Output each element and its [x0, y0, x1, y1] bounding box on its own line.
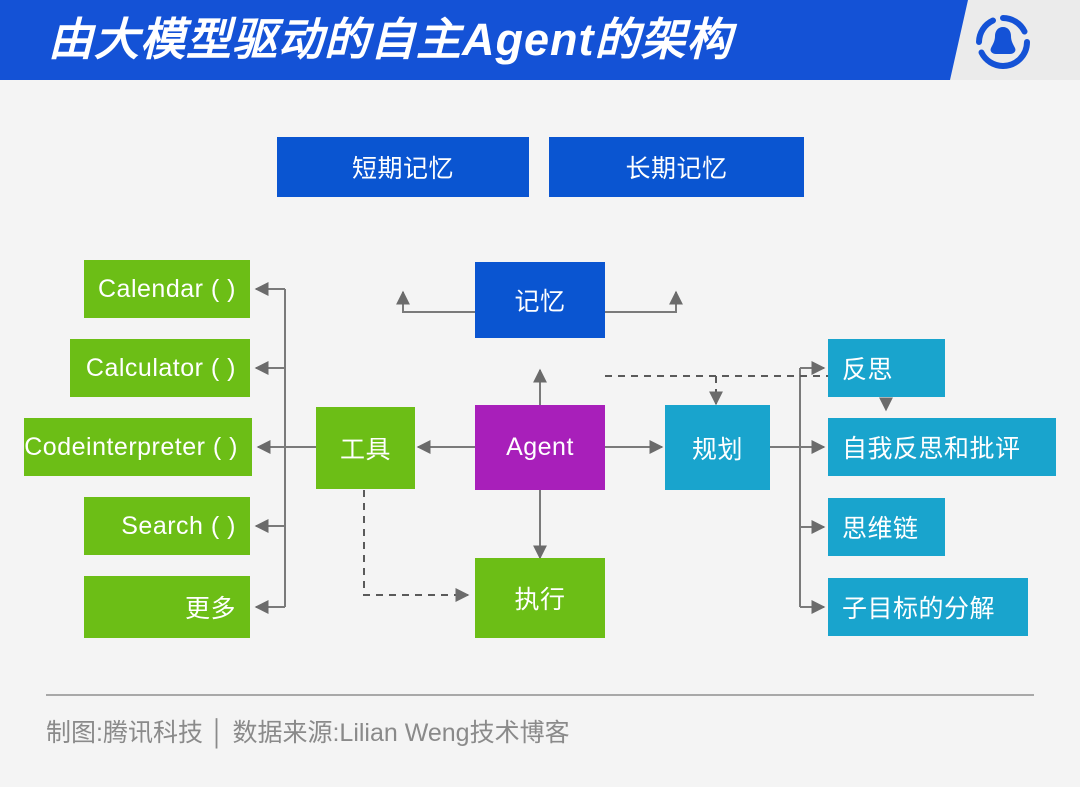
connector-layer — [254, 282, 893, 614]
node-label: Calendar ( ) — [98, 274, 236, 303]
node-memory[interactable]: 记忆 — [475, 262, 605, 338]
node-label: Codeinterpreter ( ) — [24, 432, 238, 461]
footer-credit: 制图:腾讯科技 │ 数据来源:Lilian Weng技术博客 — [46, 719, 570, 747]
node-tool-search[interactable]: Search ( ) — [84, 497, 250, 555]
page-header: 由大模型驱动的自主Agent的架构 — [0, 0, 1080, 80]
node-label: 短期记忆 — [351, 155, 454, 183]
node-long-term-memory[interactable]: 长期记忆 — [549, 137, 804, 197]
node-planning[interactable]: 规划 — [665, 405, 770, 490]
node-label: Agent — [506, 433, 574, 461]
node-label: 反思 — [842, 356, 894, 384]
footer-divider — [46, 694, 1034, 696]
tencent-qq-logo-icon — [976, 15, 1030, 69]
node-tool-calendar[interactable]: Calendar ( ) — [84, 260, 250, 318]
node-label: 记忆 — [514, 288, 566, 316]
node-label: 更多 — [184, 595, 236, 623]
node-label: 思维链 — [842, 515, 919, 543]
node-label: 子目标的分解 — [842, 595, 996, 623]
node-label: 长期记忆 — [625, 155, 728, 183]
node-tool[interactable]: 工具 — [316, 407, 415, 489]
edge-tool-to-action-dashed — [363, 490, 470, 602]
node-planning-chain-of-thought[interactable]: 思维链 — [828, 498, 945, 556]
node-action[interactable]: 执行 — [475, 558, 605, 638]
header-blue-bar — [0, 0, 968, 80]
page-title: 由大模型驱动的自主Agent的架构 — [48, 14, 733, 65]
node-planning-subgoal-decomposition[interactable]: 子目标的分解 — [828, 578, 1028, 636]
node-label: 工具 — [339, 436, 391, 464]
node-label: 规划 — [691, 435, 743, 464]
node-planning-reflection[interactable]: 反思 — [828, 339, 945, 397]
node-tool-more[interactable]: 更多 — [84, 576, 250, 638]
node-label: Search ( ) — [121, 511, 236, 540]
node-tool-calculator[interactable]: Calculator ( ) — [70, 339, 250, 397]
node-planning-self-critique[interactable]: 自我反思和批评 — [828, 418, 1056, 476]
node-label: Calculator ( ) — [85, 353, 236, 382]
node-label: 执行 — [514, 586, 566, 614]
node-agent[interactable]: Agent — [475, 405, 605, 490]
node-label: 自我反思和批评 — [842, 435, 1021, 463]
diagram-canvas: 短期记忆 长期记忆 记忆 Calendar ( ) Calculator ( )… — [0, 80, 1080, 787]
node-tool-codeinterpreter[interactable]: Codeinterpreter ( ) — [24, 418, 252, 476]
node-short-term-memory[interactable]: 短期记忆 — [277, 137, 529, 197]
